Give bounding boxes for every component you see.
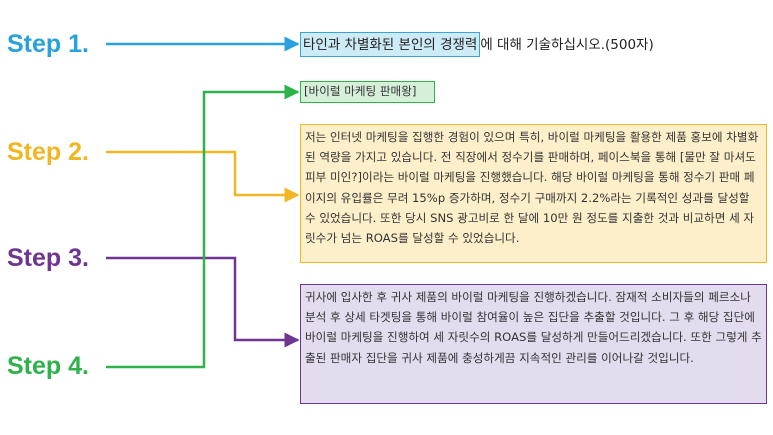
step1-label: Step 1. (7, 30, 89, 58)
step3-label: Step 3. (7, 244, 89, 272)
step2-label: Step 2. (7, 138, 89, 166)
step4-label: Step 4. (7, 352, 89, 380)
question-rest: 에 대해 기술하십시오.(500자) (480, 37, 654, 53)
step2-arrow (106, 150, 300, 203)
plan-box: 귀사에 입사한 후 귀사 제품의 바이럴 마케팅을 진행하겠습니다. 잠재적 소… (300, 284, 767, 404)
question-highlight: 타인과 차별화된 본인의 경쟁력 (300, 32, 481, 57)
experience-box: 저는 인터넷 마케팅을 집행한 경험이 있으며 특히, 바이럴 마케팅을 활용한… (300, 124, 767, 263)
title-box-text: [바이럴 마케팅 판매왕] (304, 84, 417, 98)
plan-box-text: 귀사에 입사한 후 귀사 제품의 바이럴 마케팅을 진행하겠습니다. 잠재적 소… (305, 290, 762, 365)
step3-arrow (106, 256, 300, 348)
title-box: [바이럴 마케팅 판매왕] (300, 81, 435, 103)
experience-box-text: 저는 인터넷 마케팅을 집행한 경험이 있으며 특히, 바이럴 마케팅을 활용한… (305, 130, 759, 246)
step4-arrow (106, 84, 300, 369)
